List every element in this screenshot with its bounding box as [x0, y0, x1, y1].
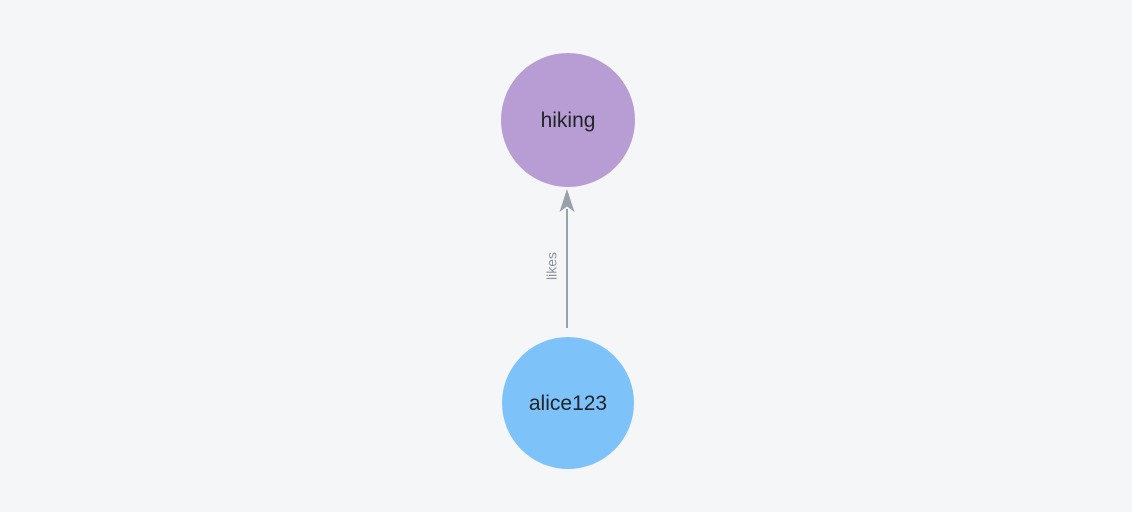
- node-hiking[interactable]: hiking: [501, 53, 635, 187]
- node-alice123[interactable]: alice123: [502, 337, 634, 469]
- node-circle-alice123[interactable]: [502, 337, 634, 469]
- edge-label[interactable]: likes: [544, 252, 560, 280]
- node-circle-hiking[interactable]: [501, 53, 635, 187]
- edge-arrowhead-icon: [559, 189, 575, 212]
- edge-likes[interactable]: likes: [544, 189, 575, 328]
